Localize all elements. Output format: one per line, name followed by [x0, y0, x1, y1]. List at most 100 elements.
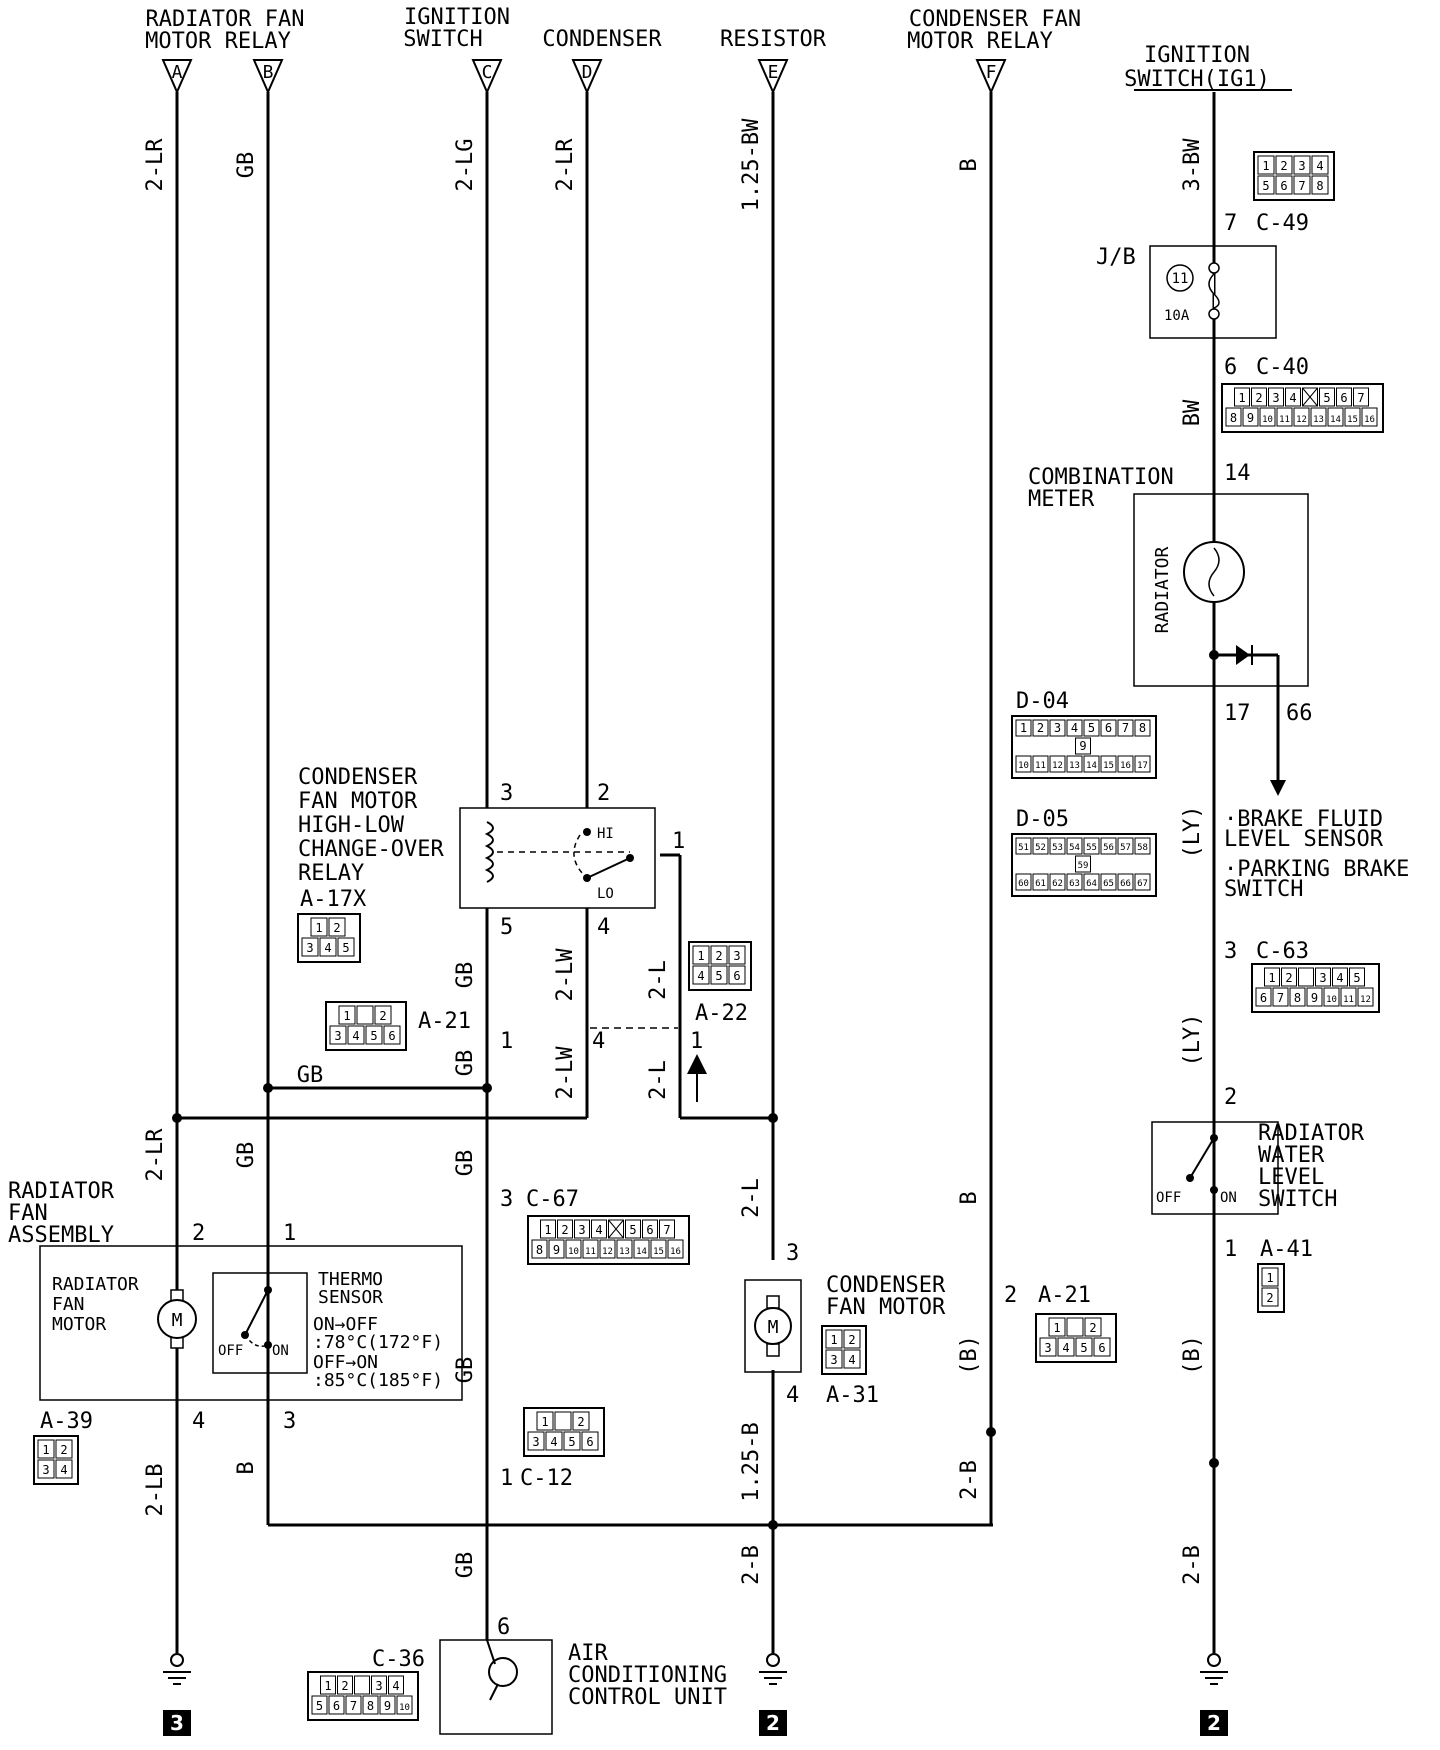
svg-text:3: 3	[500, 1187, 513, 1212]
svg-text:OFF: OFF	[1156, 1190, 1181, 1206]
label-resistor: RESISTOR	[720, 27, 827, 52]
connector-pin-label: 2	[379, 1009, 386, 1023]
connector-cell	[1275, 155, 1293, 175]
svg-text::85°C(185°F): :85°C(185°F)	[313, 1370, 443, 1391]
connector-pin-label: 5	[1080, 1341, 1087, 1355]
connector-cell	[1083, 873, 1100, 891]
connector-pin-label: 5	[370, 1029, 377, 1043]
connector-cell	[565, 1239, 582, 1259]
connector-pin-label: 64	[1086, 879, 1097, 889]
connector-cell	[1242, 407, 1259, 427]
svg-text:·PARKING BRAKE: ·PARKING BRAKE	[1224, 857, 1409, 882]
brake-arrow-icon	[1270, 780, 1286, 796]
connector-cell	[536, 1411, 554, 1431]
svg-text:4: 4	[592, 1029, 605, 1054]
svg-text:2-B: 2-B	[1180, 1545, 1205, 1585]
connector-cell	[1015, 755, 1032, 773]
wire-labels: 2-LR GB 2-LG 2-LR 1.25-BW B 3-BW GB GB 2…	[143, 118, 1205, 1585]
connector-pin-label: 1	[1053, 1321, 1060, 1335]
connector-pin-label: 61	[1035, 879, 1046, 889]
connector-pin-label: 6	[1105, 721, 1112, 735]
connector-pin-label: 5	[629, 1223, 636, 1237]
svg-text:1: 1	[500, 1029, 513, 1054]
connector-pin-label: 6	[1280, 179, 1287, 193]
connector-pin-label: 65	[1103, 879, 1114, 889]
connector-pin-label: 1	[697, 949, 704, 963]
connector-pin-label: 2	[561, 1223, 568, 1237]
connector-cell	[1075, 1337, 1093, 1357]
connector-cell	[1066, 837, 1083, 855]
connector-cell	[1259, 407, 1276, 427]
connector-pin-label: 54	[1069, 843, 1080, 853]
connector-cell	[1015, 719, 1032, 737]
svg-text:B: B	[957, 158, 982, 171]
connector-cell	[1075, 737, 1091, 755]
terminal-f: F	[975, 59, 1007, 95]
connector-pin-label: 7	[1122, 721, 1129, 735]
connector-cell	[659, 1219, 675, 1239]
connector-cell	[374, 1005, 392, 1025]
connector-cell	[1257, 175, 1275, 195]
svg-text:GB: GB	[453, 1150, 478, 1177]
connector-pin-label: 3	[532, 1435, 539, 1449]
connector-cell	[1032, 755, 1049, 773]
connector-pin-label: 1	[1020, 721, 1027, 735]
connector-cell	[356, 1005, 374, 1025]
connector-cell	[1261, 1267, 1279, 1287]
connector-cell	[1234, 387, 1250, 407]
connector-cell	[728, 945, 746, 965]
connector-pin-label: 2	[341, 1679, 348, 1693]
connector-cell	[310, 917, 328, 937]
connector-pin-label: 3	[733, 949, 740, 963]
connector-pin-label: 3	[42, 1463, 49, 1477]
svg-text:HIGH-LOW: HIGH-LOW	[298, 813, 405, 838]
connector-cell	[328, 1695, 345, 1715]
connector-cell	[362, 1695, 379, 1715]
connector-cell	[1293, 155, 1311, 175]
connector-cell	[328, 917, 346, 937]
connector-cell	[1289, 987, 1306, 1007]
connector-pin-label: 9	[553, 1243, 560, 1257]
connector-pin-label: 1	[343, 1009, 350, 1023]
connector-cell	[354, 1675, 370, 1695]
connector-cell	[616, 1239, 633, 1259]
connector-cell	[320, 1675, 336, 1695]
connector-cell	[1361, 407, 1378, 427]
connector-pin-label: 12	[1052, 761, 1063, 771]
svg-text:A-21: A-21	[1038, 1283, 1091, 1308]
condenser-relay: HI LO	[459, 807, 656, 909]
connector-pin-label: 8	[367, 1699, 374, 1713]
connector-cell	[371, 1675, 387, 1695]
connector-pin-label: 1	[830, 1333, 837, 1347]
connector-pin-label: 4	[1071, 721, 1078, 735]
connector-pin-label: 8	[1139, 721, 1146, 735]
connector-cell	[625, 1219, 641, 1239]
connector-cell	[710, 965, 728, 985]
connector-pin-label: 10	[399, 1703, 410, 1713]
combination-meter: COMBINATION METER RADIATOR	[1028, 465, 1309, 687]
connector-cell	[1049, 755, 1066, 773]
svg-text:SENSOR: SENSOR	[318, 1287, 383, 1308]
svg-text:FAN MOTOR: FAN MOTOR	[826, 1295, 946, 1320]
connector-cell	[540, 1219, 556, 1239]
svg-text:2-LW: 2-LW	[553, 1046, 578, 1100]
connector-cell	[1134, 837, 1151, 855]
svg-text:10A: 10A	[1164, 308, 1190, 324]
svg-text:1: 1	[283, 1221, 296, 1246]
connector-cell	[55, 1459, 73, 1479]
svg-text:2-LB: 2-LB	[143, 1464, 168, 1517]
svg-text:IGNITION: IGNITION	[404, 5, 510, 30]
connector-cell	[345, 1695, 362, 1715]
connector-cell	[843, 1329, 861, 1349]
svg-text:2: 2	[1207, 1711, 1221, 1735]
connector-pin-label: 59	[1078, 861, 1089, 871]
svg-text:A-39: A-39	[40, 1409, 93, 1434]
connector-pin-label: 13	[619, 1247, 630, 1257]
connector-pin-label: 55	[1086, 843, 1097, 853]
connector-pin-label: 11	[1279, 415, 1290, 425]
connector-pin-label: 2	[848, 1333, 855, 1347]
svg-text:14: 14	[1224, 461, 1251, 486]
